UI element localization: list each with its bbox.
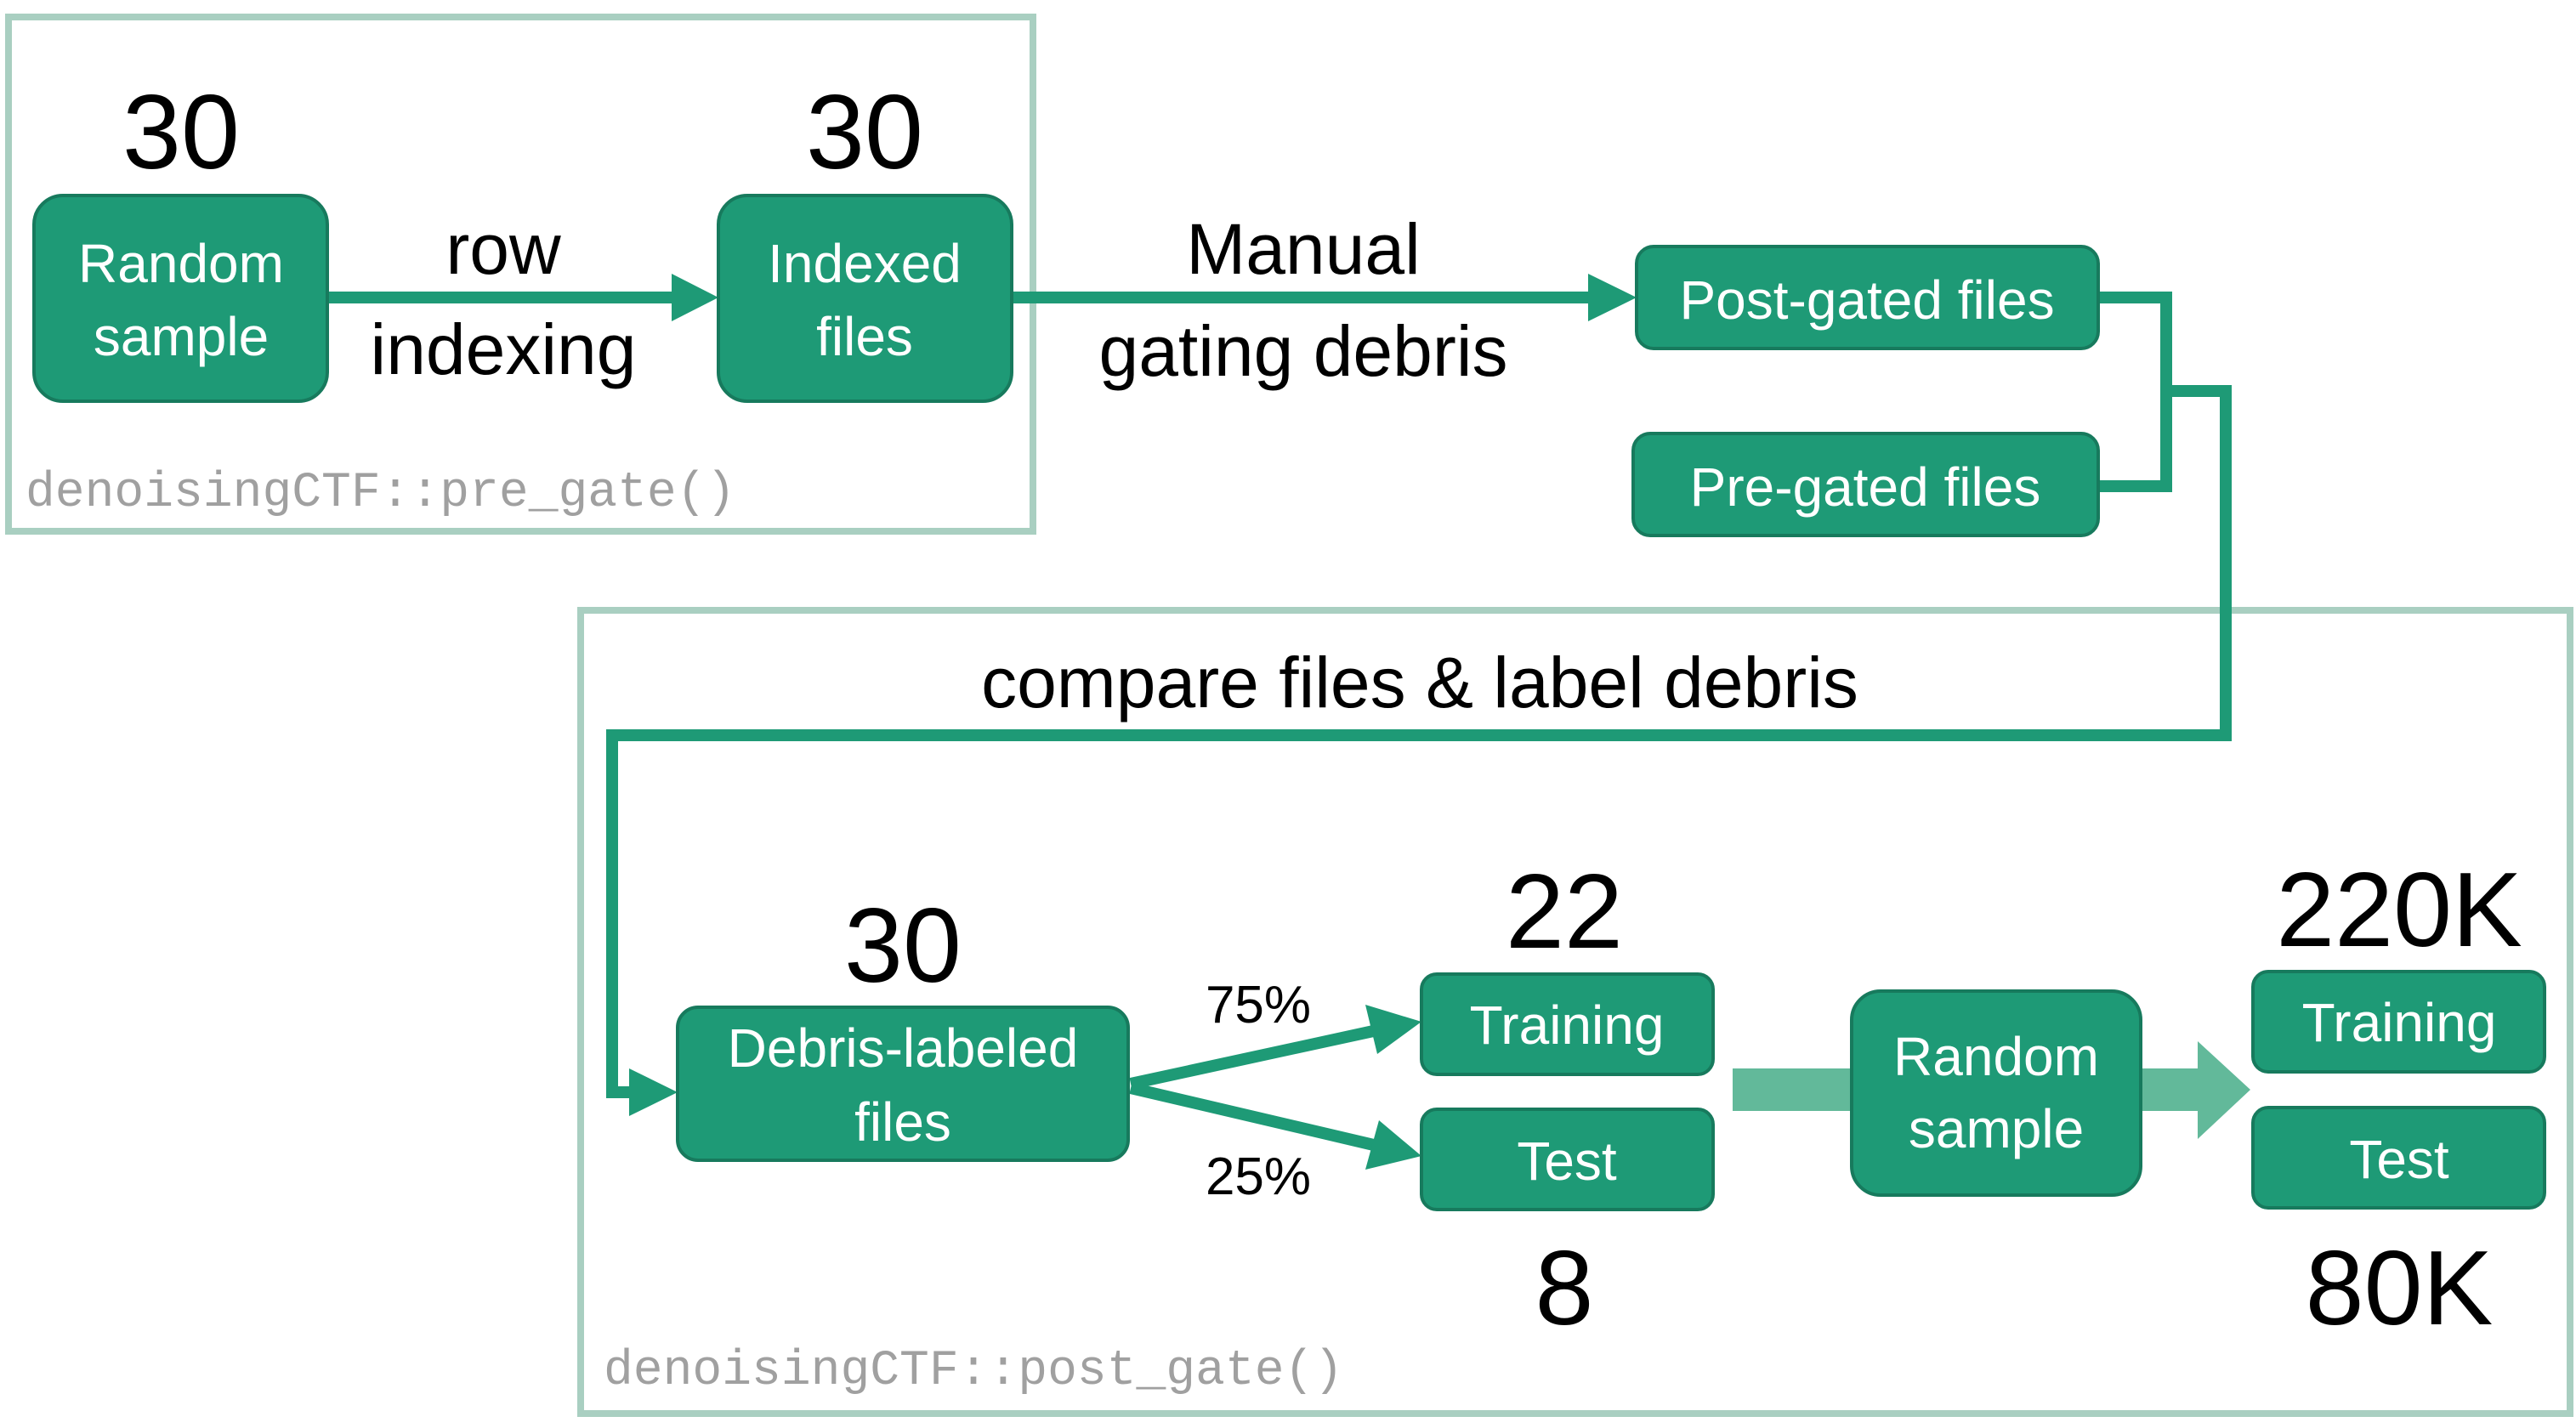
sampled-training-count: 220K [2276, 852, 2522, 969]
training-split-pct: 75% [1206, 976, 1311, 1034]
post-random-sample-label-line1: Random [1893, 1026, 2099, 1087]
fat-arrow-in [1733, 1068, 1852, 1111]
indexed-files-box [717, 194, 1013, 403]
merge-bracket [2098, 292, 2172, 492]
training-count: 22 [1506, 853, 1623, 971]
test-count: 8 [1535, 1230, 1594, 1347]
row-indexing-label-line1: row [445, 209, 561, 289]
arrow-split-test [1129, 1082, 1379, 1152]
sampled-test-label: Test [2349, 1129, 2449, 1190]
debris-labeled-files-count: 30 [844, 887, 962, 1005]
post-gate-function-label: denoisingCTF::post_gate() [604, 1344, 1343, 1399]
pre-gated-files-box [1631, 432, 2100, 537]
post-gate-frame [577, 607, 2573, 1417]
post-random-sample-label-line2: sample [1909, 1098, 2084, 1159]
arrow-split-training [1129, 1024, 1379, 1090]
post-gated-files-label: Post-gated files [1679, 269, 2054, 331]
arrow-split-test-head [1365, 1120, 1421, 1170]
arrow-row-indexing-head [672, 274, 718, 321]
row-indexing-label-line2: indexing [371, 309, 637, 389]
pre-gate-function-label: denoisingCTF::pre_gate() [26, 466, 735, 521]
random-sample-label-line2: sample [94, 306, 269, 367]
arrow-split-training-head [1365, 1005, 1421, 1054]
compare-label: compare files & label debris [981, 643, 1858, 722]
random-sample-count: 30 [122, 74, 240, 191]
post-random-sample-box [1850, 989, 2142, 1197]
sampled-test-box [2251, 1106, 2546, 1210]
sampled-training-box [2251, 970, 2546, 1074]
random-sample-label-line1: Random [78, 233, 284, 294]
training-label: Training [1470, 994, 1665, 1056]
indexed-files-count: 30 [806, 74, 923, 191]
random-sample-box [32, 194, 329, 403]
fat-arrow-out [2134, 1041, 2250, 1139]
sampled-test-count: 80K [2306, 1230, 2494, 1347]
indexed-files-label-line1: Indexed [768, 233, 962, 294]
training-box [1420, 972, 1715, 1076]
sampled-training-label: Training [2302, 992, 2497, 1053]
manual-gating-label-line1: Manual [1186, 209, 1421, 289]
test-box [1420, 1108, 1715, 1211]
compare-connector-head [629, 1068, 678, 1116]
debris-labeled-files-box [676, 1006, 1130, 1162]
compare-connector [606, 385, 2232, 1098]
indexed-files-label-line2: files [816, 306, 913, 367]
debris-labeled-files-label-line1: Debris-labeled [728, 1017, 1079, 1079]
debris-labeled-files-label-line2: files [854, 1091, 951, 1153]
manual-gating-label-line2: gating debris [1099, 311, 1508, 391]
arrow-manual-gating-head [1588, 274, 1637, 321]
pre-gated-files-label: Pre-gated files [1690, 456, 2041, 518]
test-split-pct: 25% [1206, 1148, 1311, 1206]
post-gated-files-box [1635, 245, 2100, 350]
pre-gate-frame [5, 14, 1036, 535]
test-label: Test [1517, 1130, 1617, 1192]
